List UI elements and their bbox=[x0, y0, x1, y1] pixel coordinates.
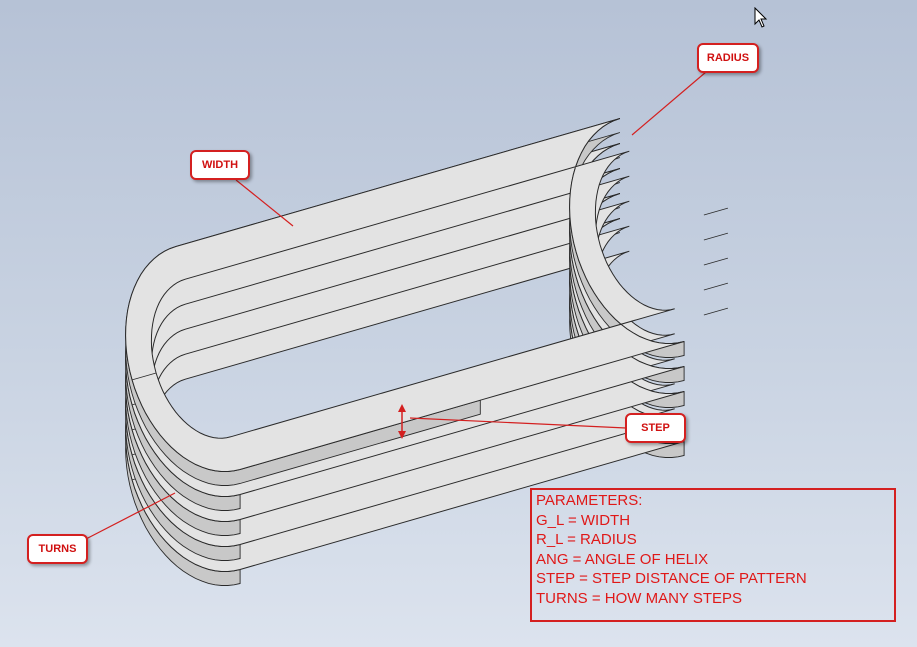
step-dimension-marker bbox=[398, 404, 406, 439]
step-leader-line bbox=[409, 417, 627, 429]
turns-leader-line bbox=[83, 492, 176, 541]
leader-lines bbox=[83, 71, 707, 541]
width-callout[interactable]: WIDTH bbox=[190, 150, 250, 180]
mouse-pointer-icon bbox=[754, 7, 768, 28]
helix-seam-line bbox=[703, 207, 729, 216]
helix-seam-line bbox=[703, 232, 729, 241]
step-callout[interactable]: STEP bbox=[625, 413, 686, 443]
helix-seam-line bbox=[703, 307, 729, 316]
helix-seam-line bbox=[703, 282, 729, 291]
width-leader-line bbox=[235, 179, 294, 227]
parameter-line: STEP = STEP DISTANCE OF PATTERN bbox=[536, 570, 807, 588]
parameter-line: ANG = ANGLE OF HELIX bbox=[536, 550, 709, 568]
helix-turn-face bbox=[125, 118, 685, 472]
helix-seam-line bbox=[131, 372, 157, 381]
radius-callout[interactable]: RADIUS bbox=[697, 43, 759, 73]
step-callout-label: STEP bbox=[641, 422, 670, 434]
parameters-header: PARAMETERS: bbox=[536, 492, 643, 509]
helix-spring-model[interactable] bbox=[125, 118, 729, 586]
turns-callout-label: TURNS bbox=[38, 543, 77, 555]
turns-callout[interactable]: TURNS bbox=[27, 534, 88, 564]
helix-seam-line bbox=[703, 257, 729, 266]
parameters-note[interactable]: PARAMETERS: G_L = WIDTH R_L = RADIUS ANG… bbox=[530, 488, 896, 622]
width-callout-label: WIDTH bbox=[201, 159, 239, 171]
parameter-line: G_L = WIDTH bbox=[536, 511, 631, 529]
helix-top-turn bbox=[125, 118, 729, 486]
radius-callout-label: RADIUS bbox=[706, 52, 750, 64]
parameter-line: TURNS = HOW MANY STEPS bbox=[536, 589, 743, 607]
parameter-line: R_L = RADIUS bbox=[536, 531, 637, 549]
radius-leader-line bbox=[631, 71, 707, 136]
